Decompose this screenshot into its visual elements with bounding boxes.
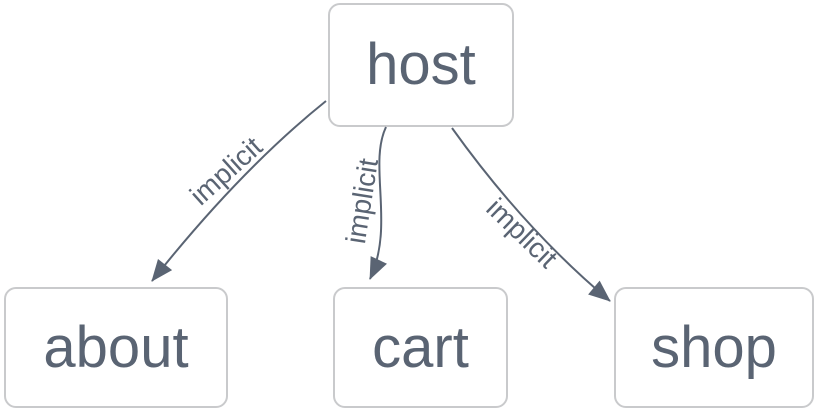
node-host: host [328,3,514,127]
edge-label-host-about: implicit [184,131,268,211]
node-host-label: host [366,32,476,97]
node-shop: shop [614,287,814,408]
node-about-label: about [43,314,189,380]
edge-label-host-cart: implicit [340,156,384,246]
edge-host-shop [451,127,611,302]
node-shop-label: shop [651,314,777,380]
edge-host-about [151,100,327,282]
edge-host-cart [369,126,387,280]
node-cart: cart [333,287,508,408]
edge-label-host-shop: implicit [480,192,563,274]
node-cart-label: cart [372,314,469,380]
node-about: about [4,287,228,408]
